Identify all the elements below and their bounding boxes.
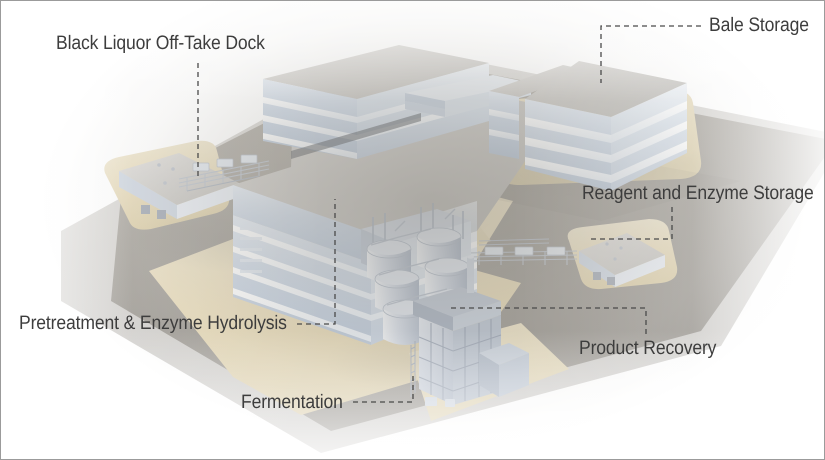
callout-label-product-recovery: Product Recovery: [579, 337, 717, 359]
callout-label-reagent-and-enzyme-storage: Reagent and Enzyme Storage: [582, 182, 814, 204]
pipe-rack-east-blocks: [484, 246, 566, 256]
callout-label-black-liquor-off-take-dock: Black Liquor Off-Take Dock: [56, 32, 265, 54]
callout-label-pretreatment-enzyme-hydrolysis: Pretreatment & Enzyme Hydrolysis: [19, 312, 287, 334]
callout-label-fermentation: Fermentation: [241, 391, 343, 413]
callout-label-bale-storage: Bale Storage: [709, 14, 809, 36]
